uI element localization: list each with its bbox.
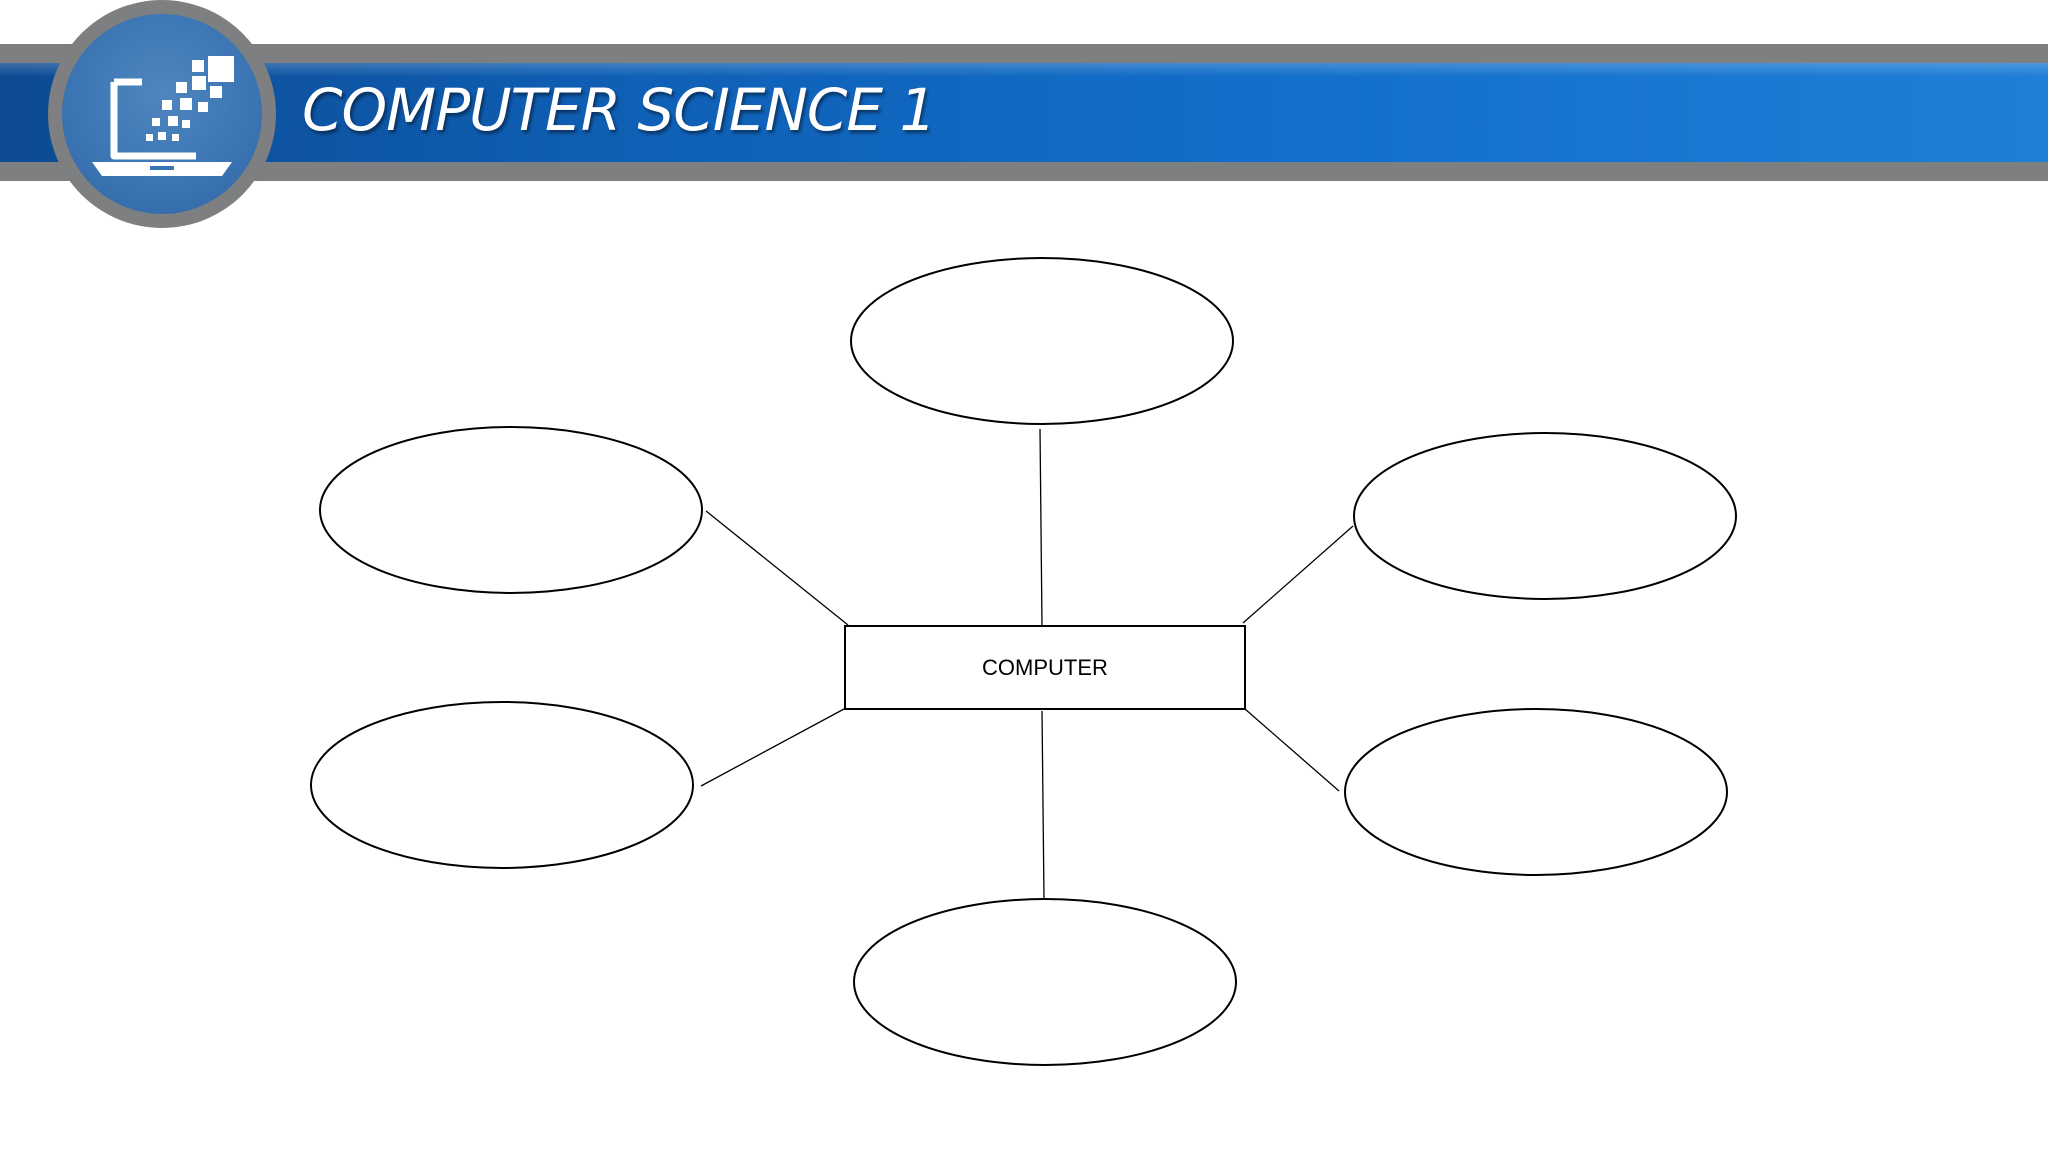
node-top [850,257,1234,425]
connector-lower-left [700,708,845,787]
page-title: COMPUTER SCIENCE 1 [302,76,936,144]
connector-bottom [1041,710,1045,900]
center-label: COMPUTER [982,655,1108,680]
center-box [844,625,1246,710]
node-lower-right [1344,708,1728,876]
connector-lower-right [1244,708,1340,792]
node-bottom [853,898,1237,1066]
connector-top [1039,428,1043,626]
header-banner [0,63,2048,162]
logo-disc [62,14,262,214]
connector-upper-right [1242,525,1354,624]
node-lower-left [310,701,694,869]
node-upper-left [319,426,703,594]
node-upper-right [1353,432,1737,600]
laptop-icon [92,56,234,176]
connector-upper-left [705,510,849,626]
